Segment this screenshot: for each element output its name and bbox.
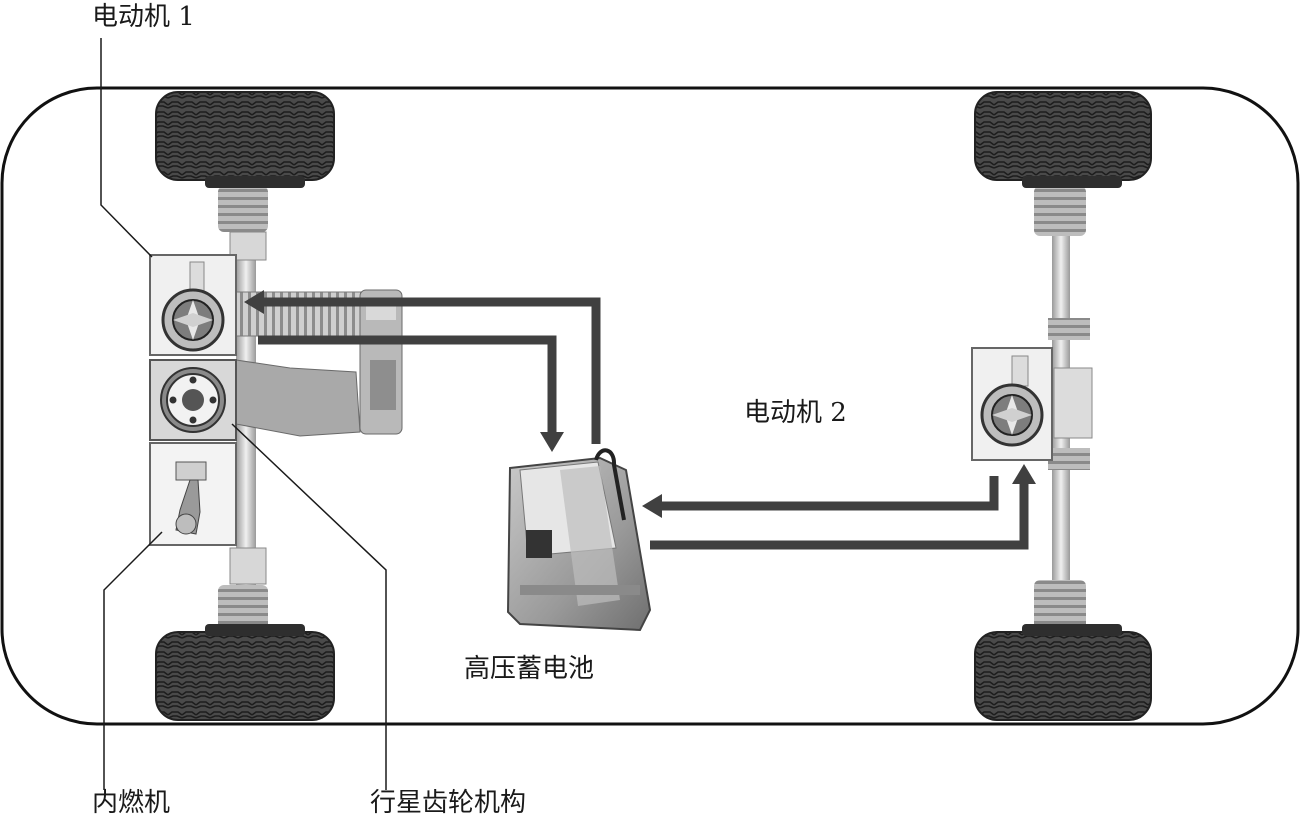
arrowhead-into-motor2 (1012, 464, 1036, 484)
rear-right-wheel (974, 624, 1152, 721)
energy-flow-arrows (258, 297, 1029, 550)
motor-1-unit (149, 254, 237, 356)
high-voltage-battery (506, 448, 652, 632)
leader-lines (100, 38, 387, 790)
leader-motor1 (100, 38, 153, 258)
arrow-motor2-to-battery (660, 476, 999, 511)
label-planetary-gear: 行星齿轮机构 (370, 788, 527, 818)
label-motor-2: 电动机 2 (744, 398, 847, 428)
arrowhead-into-battery-right (642, 494, 662, 518)
front-cv-boot-top (218, 186, 268, 232)
arrowhead-into-battery-top (540, 432, 564, 452)
rear-cv-boot-bottom (1034, 580, 1086, 630)
arrow-battery-to-motor1 (262, 297, 601, 444)
arrowhead-into-motor1 (244, 290, 264, 314)
leader-engine (103, 531, 163, 790)
label-battery: 高压蓄电池 (464, 654, 595, 684)
arrow-motor1-to-battery (258, 335, 557, 434)
arrow-heads (244, 290, 1036, 518)
motor-2-unit (971, 347, 1053, 461)
rear-left-wheel (974, 91, 1152, 188)
arrow-battery-to-motor2 (650, 482, 1029, 550)
label-motor-1: 电动机 1 (92, 2, 195, 32)
front-cv-boot-bottom (218, 585, 268, 631)
vehicle-outline (0, 86, 1300, 726)
rear-axle (1034, 186, 1093, 630)
combustion-engine-unit (149, 442, 237, 546)
front-right-wheel (155, 624, 335, 721)
front-left-wheel (155, 91, 335, 188)
planetary-gear-unit (149, 359, 237, 441)
rear-cv-boot-top (1034, 186, 1086, 236)
label-engine: 内燃机 (92, 788, 171, 818)
leader-planetary (231, 423, 387, 790)
